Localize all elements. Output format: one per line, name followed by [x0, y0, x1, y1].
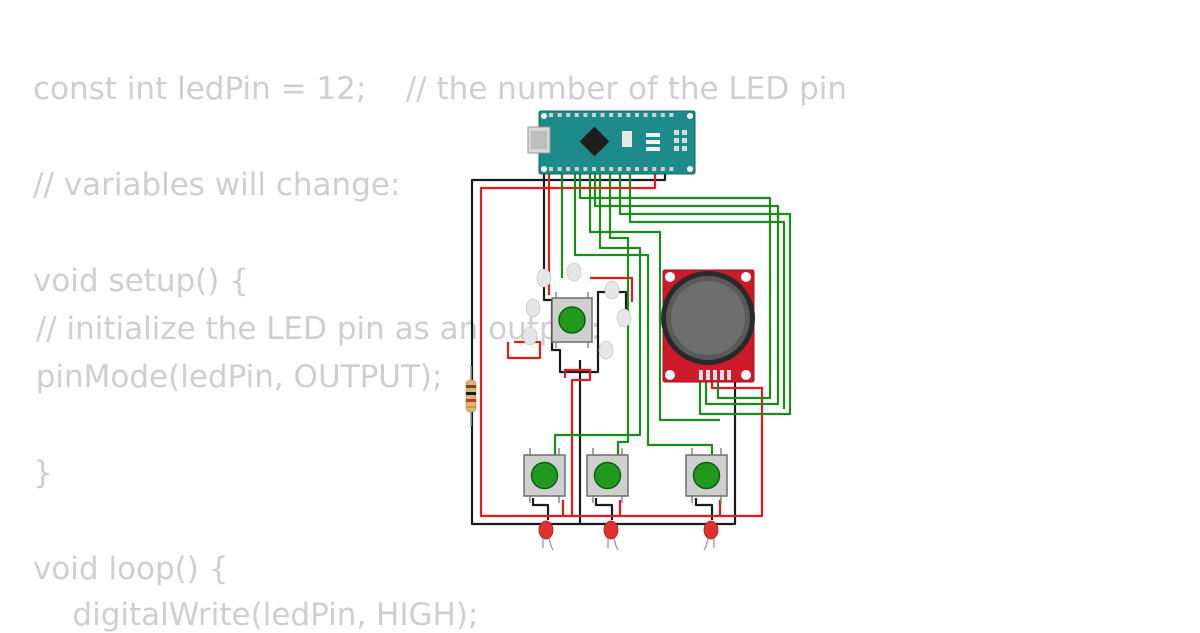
wires-green: [553, 170, 792, 455]
code-line-12: digitalWrite(ledPin, HIGH);: [33, 597, 479, 633]
analog-joystick[interactable]: [661, 269, 755, 383]
wire-green-8: [618, 170, 792, 416]
nano-pin-top: [635, 113, 639, 117]
wire-green-6: [578, 170, 772, 400]
nano-pin-top: [574, 113, 579, 117]
joystick-pins: [699, 370, 731, 380]
wire-green-9: [628, 170, 786, 409]
nano-pin-top: [549, 113, 553, 117]
nano-pin-bottom: [592, 167, 596, 171]
nano-pin-top: [617, 113, 622, 117]
nano-pin-top: [669, 113, 674, 117]
wire-red-3: [506, 340, 542, 360]
reset-button-icon: [622, 131, 632, 147]
wire-green-4: [553, 170, 642, 455]
push-button-1[interactable]: [523, 448, 566, 503]
wire-red-5: [563, 368, 592, 516]
nano-pin-bottom: [566, 167, 571, 171]
nano-pin-bottom: [574, 167, 579, 171]
nano-pin-top: [566, 113, 571, 117]
wire-black-2: [542, 170, 600, 374]
wire-black-1: [470, 170, 667, 526]
nano-pin-bottom: [660, 167, 665, 171]
nano-pin-top: [660, 113, 665, 117]
resistor: [465, 366, 477, 426]
icsp-header: [674, 130, 687, 151]
center-button-cluster[interactable]: [522, 262, 632, 360]
cluster-leds: [522, 262, 632, 360]
wire-black-8: [694, 498, 714, 520]
code-line-5: void setup() {: [33, 263, 249, 299]
wire-red-4: [590, 276, 634, 302]
center-button-cap[interactable]: [558, 306, 586, 334]
nano-pin-top: [626, 113, 631, 117]
nano-pin-top: [592, 113, 596, 117]
nano-pin-bottom: [549, 167, 553, 171]
code-line-3: // variables will change:: [33, 167, 401, 203]
nano-pin-bottom: [626, 167, 631, 171]
nano-pin-bottom: [635, 167, 639, 171]
nano-pin-top: [583, 113, 588, 117]
nano-pin-top: [643, 113, 648, 117]
nano-pin-bottom: [643, 167, 648, 171]
arduino-nano-board[interactable]: [527, 110, 696, 175]
wire-black-5: [580, 378, 737, 526]
nano-pins-top: [549, 113, 674, 117]
code-line-1: const int ledPin = 12; // the number of …: [33, 71, 848, 107]
push-button-3[interactable]: [685, 448, 728, 503]
wire-green-5: [608, 170, 630, 455]
red-led-1[interactable]: [538, 520, 554, 551]
wire-green-3: [588, 170, 720, 422]
code-line-9: }: [33, 455, 53, 491]
nano-pin-bottom: [600, 167, 605, 171]
microcontroller-chip: [579, 126, 610, 157]
nano-pins-bottom: [549, 167, 674, 171]
wire-green-2: [573, 170, 714, 455]
nano-pin-top: [609, 113, 614, 117]
wires-red: [479, 170, 764, 518]
nano-pin-top: [652, 113, 657, 117]
wire-red-1: [479, 170, 764, 518]
red-led-3[interactable]: [703, 520, 719, 551]
nano-pin-bottom: [557, 167, 562, 171]
code-line-11: void loop() {: [33, 551, 229, 587]
nano-pin-bottom: [617, 167, 622, 171]
wires: [470, 170, 792, 526]
wire-green-7: [593, 170, 780, 406]
nano-pin-top: [600, 113, 605, 117]
nano-pin-bottom: [609, 167, 614, 171]
code-line-7: pinMode(ledPin, OUTPUT);: [16, 359, 443, 395]
nano-pin-bottom: [669, 167, 674, 171]
red-led-2[interactable]: [603, 520, 619, 551]
nano-pin-bottom: [652, 167, 657, 171]
wire-black-7: [594, 498, 614, 520]
push-button-2[interactable]: [586, 448, 629, 503]
nano-pin-bottom: [583, 167, 588, 171]
wire-black-6: [531, 498, 550, 520]
code-line-6: // initialize the LED pin as an output:: [16, 311, 601, 347]
nano-pin-top: [557, 113, 562, 117]
